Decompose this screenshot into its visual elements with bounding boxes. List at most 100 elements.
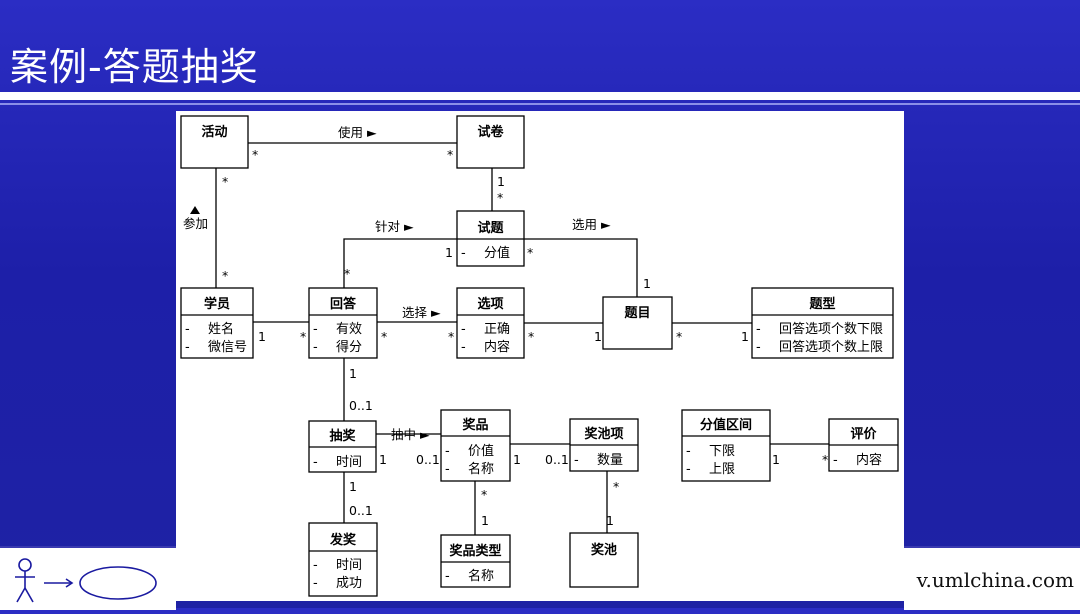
attr-pool-item-qty: 数量 [597, 453, 623, 468]
attr-prize-name: 名称 [468, 461, 494, 477]
mult-pool-item-pool-item: * [613, 479, 619, 494]
attr-dash: - [686, 462, 691, 477]
class-boxes [180, 115, 899, 597]
mult-range-eval-range: 1 [772, 452, 780, 467]
attr-award-time: 时间 [336, 558, 362, 573]
class-name-pool-item: 奖池项 [584, 426, 623, 442]
mult-win-prize: 0..1 [416, 452, 440, 467]
attr-answer-valid: 有效 [336, 322, 362, 337]
class-name-pool: 奖池 [591, 542, 617, 558]
attr-dash: - [445, 462, 450, 477]
attr-dash: - [756, 340, 761, 355]
attr-qtype-max: 回答选项个数上限 [779, 339, 883, 355]
mult-choose-answer: * [381, 329, 387, 344]
attr-dash: - [461, 340, 466, 355]
class-box-paper [456, 115, 525, 169]
mult-option-topic-option: * [528, 329, 534, 344]
class-name-score-range: 分值区间 [700, 417, 752, 433]
attr-lottery-time: 时间 [336, 455, 362, 470]
footer-logo-panel [0, 546, 176, 610]
attr-score-range-max: 上限 [709, 462, 735, 477]
mult-select-topic: 1 [643, 276, 651, 291]
attr-student-name: 姓名 [208, 321, 234, 337]
class-box-student [180, 287, 254, 359]
attr-dash: - [686, 444, 691, 459]
class-box-prize [440, 409, 511, 482]
mult-pool-item-pool-pool: 1 [606, 513, 614, 528]
class-name-evaluation: 评价 [850, 427, 877, 442]
class-name-award: 发奖 [329, 532, 357, 548]
class-name-answer: 回答 [330, 296, 357, 312]
attr-award-success: 成功 [336, 576, 362, 591]
class-name-topic: 题目 [624, 306, 650, 321]
mult-join-student: * [222, 268, 228, 283]
stick-figure-actor-arrow-usecase-icon [15, 558, 157, 603]
attr-option-content: 内容 [484, 339, 510, 355]
mult-student-answer-answer: * [300, 329, 306, 344]
attr-question-score: 分值 [484, 245, 510, 261]
mult-lottery-award-lottery: 1 [349, 479, 357, 494]
attr-dash: - [461, 246, 466, 261]
class-box-pool [569, 532, 639, 588]
attr-dash: - [445, 569, 450, 584]
class-name-prize-type: 奖品类型 [449, 543, 501, 559]
class-box-option [456, 287, 525, 359]
attr-dash: - [313, 455, 318, 470]
association-lines [215, 142, 829, 535]
attr-prize-value: 价值 [468, 443, 494, 459]
mult-prize-pool-item-prize: 1 [513, 452, 521, 467]
attr-dash: - [313, 340, 318, 355]
attr-answer-score: 得分 [336, 339, 362, 355]
attr-dash: - [833, 453, 838, 468]
label-use: 使用 ► [338, 125, 377, 140]
mult-answer-lottery-answer: 1 [349, 366, 357, 381]
attr-prize-type-name: 名称 [468, 568, 494, 584]
attr-dash: - [185, 340, 190, 355]
label-win: 抽中 ► [391, 427, 430, 442]
label-select-topic: 选用 ► [572, 217, 611, 232]
mult-answer-lottery-lottery: 0..1 [349, 398, 373, 413]
mult-target-question: 1 [445, 245, 453, 260]
mult-student-answer-student: 1 [258, 329, 266, 344]
label-choose: 选择 ► [402, 305, 441, 320]
label-join: 参加 [183, 216, 208, 231]
class-name-student: 学员 [204, 296, 230, 312]
association-labels: 使用 ► * * * 参加 * 1 * 针对 ► 1 * 选用 ► * 1 1 … [183, 125, 828, 528]
mult-range-eval-eval: * [822, 452, 828, 467]
class-box-prize-type [440, 534, 511, 588]
mult-topic-type-topic: * [676, 329, 682, 344]
mult-paper-question-paper: 1 [497, 174, 505, 189]
attr-dash: - [313, 322, 318, 337]
attr-score-range-min: 下限 [709, 444, 735, 459]
attr-dash: - [756, 322, 761, 337]
class-box-answer [308, 287, 378, 359]
attr-dash: - [461, 322, 466, 337]
slide-title: 案例-答题抽奖 [10, 45, 259, 89]
class-name-paper: 试卷 [477, 124, 504, 140]
mult-choose-option: * [448, 329, 454, 344]
join-direction-arrow [190, 206, 200, 214]
attr-dash: - [313, 558, 318, 573]
mult-use-activity: * [252, 147, 258, 162]
class-name-lottery: 抽奖 [329, 428, 356, 444]
mult-prize-type-prize: * [481, 487, 487, 502]
mult-target-answer: * [344, 266, 350, 281]
mult-prize-pool-item-item: 0..1 [545, 452, 569, 467]
class-name-prize: 奖品 [462, 417, 488, 433]
mult-lottery-award-award: 0..1 [349, 503, 373, 518]
attr-dash: - [574, 453, 579, 468]
class-name-question: 试题 [477, 220, 504, 236]
attr-dash: - [313, 576, 318, 591]
diagram-canvas: 使用 ► * * * 参加 * 1 * 针对 ► 1 * 选用 ► * 1 1 … [176, 111, 904, 601]
class-box-topic [602, 296, 673, 350]
mult-paper-question-question: * [497, 190, 503, 205]
line-select-topic [524, 238, 638, 297]
mult-option-topic-topic: 1 [594, 329, 602, 344]
attr-dash: - [445, 444, 450, 459]
attr-option-correct: 正确 [484, 322, 510, 337]
attr-dash: - [185, 322, 190, 337]
class-box-qtype [751, 287, 894, 359]
mult-prize-type-type: 1 [481, 513, 489, 528]
class-diagram: 使用 ► * * * 参加 * 1 * 针对 ► 1 * 选用 ► * 1 1 … [180, 115, 899, 597]
class-box-activity [180, 115, 249, 169]
